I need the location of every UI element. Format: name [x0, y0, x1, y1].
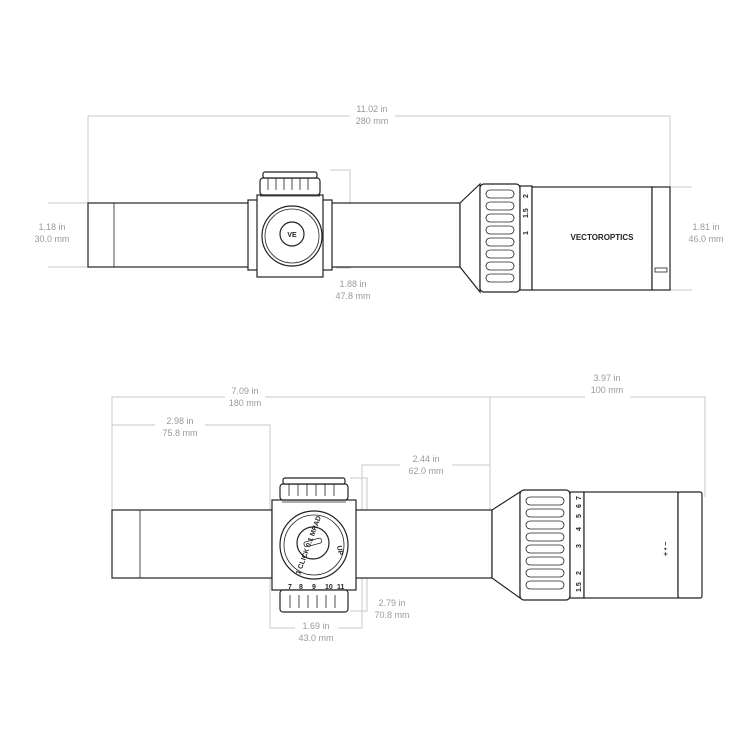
mag-mark-4: 4	[576, 527, 583, 531]
mag-mark-7: 7	[576, 496, 583, 500]
top-view: 11.02 in 280 mm 1.18 in 30.0 mm 1.81 in …	[34, 104, 723, 301]
illum-mark-7: 7	[288, 584, 292, 591]
overall-length-in: 11.02 in	[356, 104, 387, 114]
turret-height-mm: 70.8 mm	[374, 610, 409, 620]
mag-mark-5: 5	[576, 514, 583, 518]
side-scope-body: 1 CLICK 0.1 MRAD UP 7 8 9 10 11	[111, 477, 703, 613]
overall-length-mm: 280 mm	[356, 116, 389, 126]
rear-length-dimension: 3.97 in 100 mm	[490, 373, 706, 497]
mag-mark-2: 2	[576, 571, 583, 575]
side-magnification-marks: 1.5 2 3 4 5 6 7	[576, 496, 583, 592]
brand-name: VECTOROPTICS	[571, 233, 635, 242]
objective-diameter-in: 1.81 in	[692, 222, 719, 232]
illum-mark-10: 10	[325, 584, 333, 591]
diopter-marks: + • −	[663, 541, 670, 556]
mag-mark-6: 6	[576, 504, 583, 508]
objective-diameter-mm: 46.0 mm	[688, 234, 723, 244]
tube-diameter-dimension: 1.18 in 30.0 mm	[34, 202, 88, 268]
illum-mark-9: 9	[312, 584, 316, 591]
illum-mark-11: 11	[337, 584, 345, 591]
mag-mark-2: 2	[523, 194, 530, 198]
mag-mark-3: 3	[576, 544, 583, 548]
turret-to-eyepiece-mm: 62.0 mm	[408, 466, 443, 476]
illum-mark-8: 8	[299, 584, 303, 591]
mag-mark-1: 1	[523, 231, 530, 235]
mag-mark-1-5: 1.5	[576, 582, 583, 592]
turret-height-in: 2.79 in	[378, 598, 405, 608]
illumination-marks: 7 8 9 10 11	[288, 584, 345, 591]
turret-base-in: 1.69 in	[302, 621, 329, 631]
front-to-turret-mm: 75.8 mm	[162, 428, 197, 438]
front-to-turret-in: 2.98 in	[166, 416, 193, 426]
rear-length-mm: 100 mm	[591, 385, 624, 395]
top-scope-body: VE 1 1.5 2 VECTOROPTICS	[87, 171, 671, 294]
turret-base-mm: 43.0 mm	[298, 633, 333, 643]
tube-diameter-mm: 30.0 mm	[34, 234, 69, 244]
front-length-mm: 180 mm	[229, 398, 262, 408]
mag-mark-1-5: 1.5	[523, 208, 530, 218]
turret-to-eyepiece-in: 2.44 in	[412, 454, 439, 464]
rear-length-in: 3.97 in	[593, 373, 620, 383]
objective-diameter-dimension: 1.81 in 46.0 mm	[670, 186, 724, 291]
overall-length-dimension: 11.02 in 280 mm	[87, 104, 671, 203]
side-view: 7.09 in 180 mm 3.97 in 100 mm 2.98 in 75…	[111, 373, 706, 643]
turret-to-eyepiece-dimension: 2.44 in 62.0 mm	[361, 454, 490, 510]
front-length-in: 7.09 in	[231, 386, 258, 396]
turret-width-mm: 47.8 mm	[335, 291, 370, 301]
illumination-knob	[279, 589, 349, 613]
logo-text: VE	[287, 232, 297, 239]
tube-diameter-in: 1.18 in	[38, 222, 65, 232]
vector-optics-logo	[279, 221, 305, 247]
turret-width-in: 1.88 in	[339, 279, 366, 289]
turret-up-text: UP	[335, 545, 344, 556]
